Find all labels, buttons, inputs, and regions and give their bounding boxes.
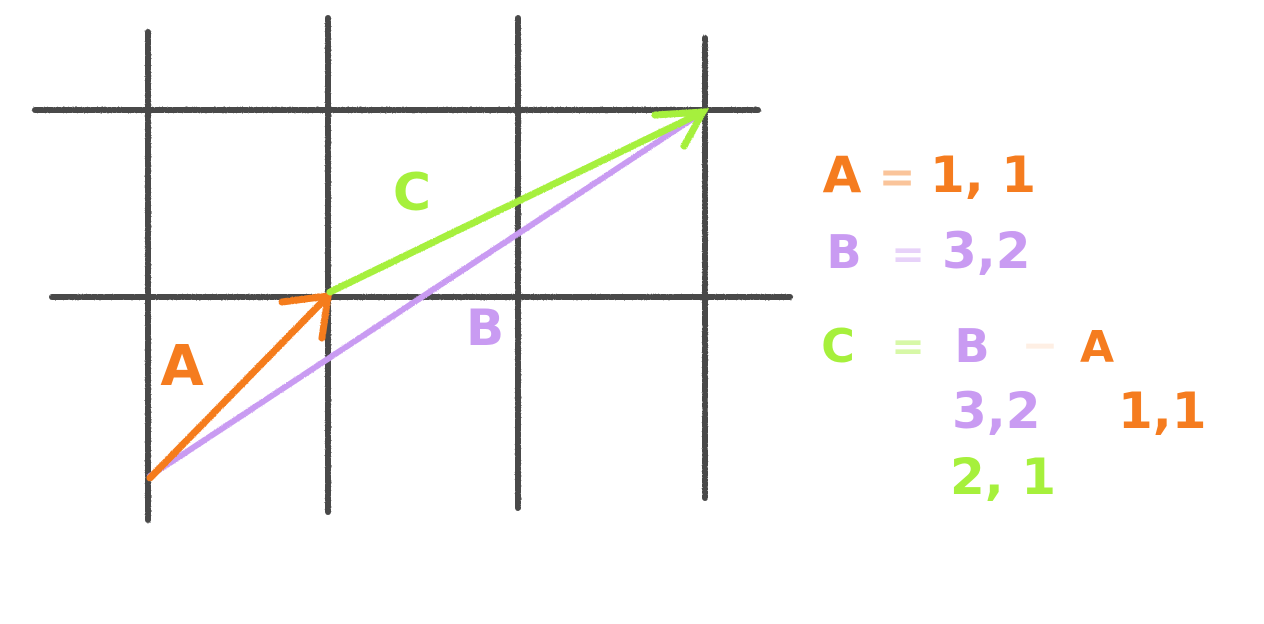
- eq2-lhs: B: [826, 225, 861, 279]
- vector-b-line: [147, 109, 706, 479]
- vector-a-line: [146, 292, 332, 482]
- eq4-a-value: 1,1: [1118, 382, 1207, 440]
- eq2-equals: =: [891, 232, 925, 278]
- vector-c-line: [326, 108, 707, 296]
- eq1-equals: =: [879, 152, 916, 203]
- eq2-rhs: 3,2: [942, 222, 1031, 280]
- eq3-b: B: [954, 319, 989, 373]
- vector-a: [146, 291, 333, 482]
- eq5-result: 2, 1: [950, 448, 1056, 506]
- eq3-a: A: [1080, 322, 1114, 373]
- eq4-b-value: 3,2: [952, 382, 1041, 440]
- eq1-lhs: A: [823, 146, 862, 204]
- vector-b: [147, 109, 706, 479]
- equations: A = 1, 1 B = 3,2 C = B − A 3,2 1,1 2, 1: [821, 146, 1206, 506]
- vector-a-arrowhead: [278, 291, 333, 342]
- vector-a-label: A: [160, 334, 204, 399]
- vector-c-arrowhead: [651, 108, 710, 150]
- vector-c: [326, 108, 710, 296]
- vector-b-label: B: [466, 299, 504, 357]
- vector-c-label: C: [393, 163, 431, 223]
- eq3-equals: =: [891, 324, 925, 370]
- eq3-minus: −: [1022, 320, 1059, 371]
- eq3-lhs: C: [821, 319, 855, 373]
- eq1-rhs: 1, 1: [930, 146, 1036, 204]
- grid: [32, 15, 793, 523]
